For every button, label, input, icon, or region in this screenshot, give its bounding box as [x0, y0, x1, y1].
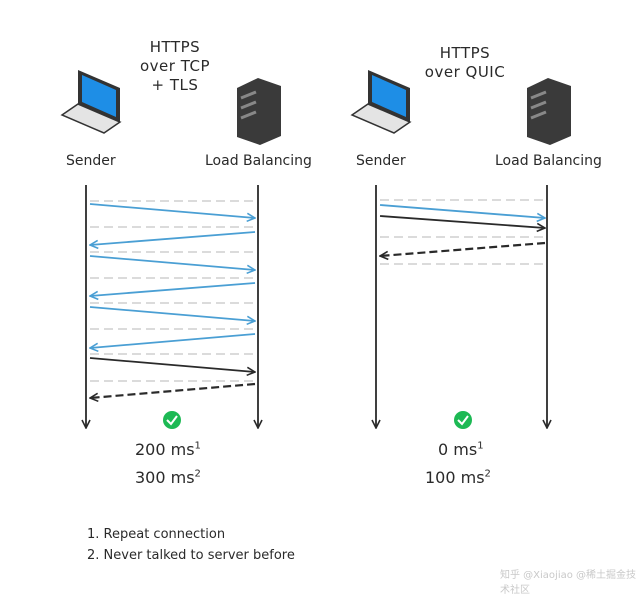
request-arrow: [379, 215, 545, 228]
check-icon: [454, 411, 472, 429]
right-title: HTTPS over QUIC: [415, 44, 515, 82]
server-icon: [527, 78, 571, 145]
handshake-arrow: [89, 203, 255, 218]
sender-label: Sender: [356, 153, 406, 169]
server-label: Load Balancing: [205, 153, 312, 169]
response-arrow: [90, 382, 256, 398]
title-line: + TLS: [151, 76, 199, 94]
new-latency: 100 ms2: [425, 468, 491, 487]
handshake-arrow: [89, 306, 255, 321]
response-arrow: [380, 241, 546, 256]
latency-value: 100 ms: [425, 468, 485, 487]
footnote-mark: 2: [194, 468, 201, 480]
left-title: HTTPS over TCP + TLS: [125, 38, 225, 95]
new-latency: 300 ms2: [135, 468, 201, 487]
check-icon: [163, 411, 181, 429]
sender-label: Sender: [66, 153, 116, 169]
request-arrow: [89, 357, 255, 372]
handshake-arrow: [379, 204, 545, 218]
handshake-arrow: [90, 231, 256, 245]
handshake-arrow: [90, 282, 256, 296]
repeat-latency: 200 ms1: [135, 440, 201, 459]
latency-value: 200 ms: [135, 440, 195, 459]
latency-value: 0 ms: [438, 440, 478, 459]
title-line: over TCP: [139, 57, 211, 75]
watermark: 知乎 @Xiaojiao @稀土掘金技术社区: [500, 570, 637, 596]
footnote-mark: 2: [484, 468, 491, 480]
footnote-mark: 1: [194, 440, 201, 452]
footnote-1: 1. Repeat connection: [87, 527, 226, 542]
repeat-latency: 0 ms1: [438, 440, 484, 459]
server-icon: [237, 78, 281, 145]
title-line: HTTPS: [149, 38, 201, 56]
laptop-icon: [350, 70, 412, 134]
footnote-2: 2. Never talked to server before: [87, 548, 295, 563]
title-line: over QUIC: [424, 63, 506, 81]
server-label: Load Balancing: [495, 153, 602, 169]
handshake-arrow: [90, 333, 256, 348]
laptop-icon: [60, 70, 122, 134]
latency-value: 300 ms: [135, 468, 195, 487]
handshake-arrow: [89, 255, 255, 270]
footnote-mark: 1: [477, 440, 484, 452]
title-line: HTTPS: [439, 44, 491, 62]
